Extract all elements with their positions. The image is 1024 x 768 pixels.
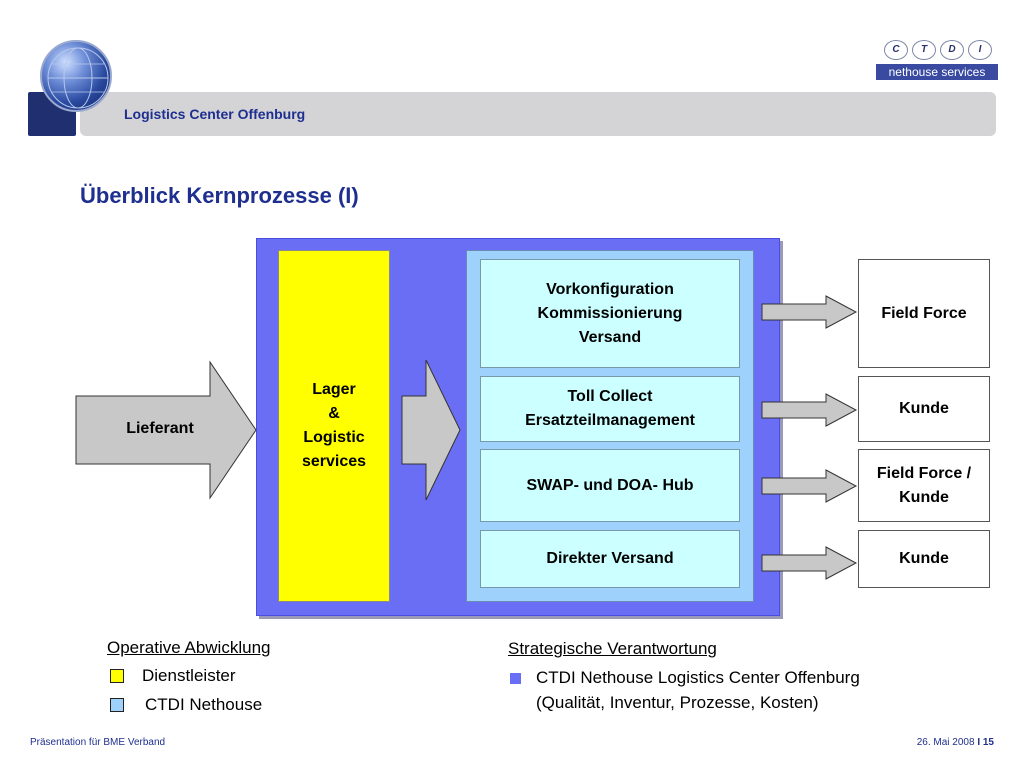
lager-line: Logistic xyxy=(303,429,365,446)
process-line: SWAP- und DOA- Hub xyxy=(526,476,694,494)
logo-letters: C T D I xyxy=(884,40,996,62)
legend-operative-title: Operative Abwicklung xyxy=(107,638,271,657)
lieferant-arrow xyxy=(75,360,257,500)
legend-swatch-dienstleister xyxy=(110,669,124,683)
process-line: Kommissionierung xyxy=(537,304,683,322)
destination-line: Field Force / xyxy=(876,464,972,482)
logo-tagline: nethouse services xyxy=(876,64,998,80)
process-line: Versand xyxy=(578,328,642,346)
lager-line: services xyxy=(301,453,367,470)
process-box-toll-collect: Toll Collect Ersatzteilmanagement xyxy=(480,376,740,442)
lieferant-label: Lieferant xyxy=(126,420,194,437)
logo-letter-d: D xyxy=(940,40,964,60)
footer-presentation: Präsentation für BME Verband xyxy=(30,737,166,748)
process-box-direkter-versand: Direkter Versand xyxy=(480,530,740,588)
process-line: Toll Collect xyxy=(567,388,653,405)
output-arrow-2 xyxy=(761,393,858,427)
footer-separator: I xyxy=(977,737,981,748)
lager-to-process-arrow xyxy=(401,359,461,501)
destination-box-field-force-kunde: Field Force / Kunde xyxy=(858,449,990,522)
destination-line: Kunde xyxy=(899,488,949,506)
destination-line: Kunde xyxy=(899,400,949,417)
process-line: Direkter Versand xyxy=(546,550,674,567)
legend-item-dienstleister: Dienstleister xyxy=(142,666,236,685)
output-arrow-1 xyxy=(761,295,858,329)
output-arrow-3 xyxy=(761,469,858,503)
legend-bullet-ctdi xyxy=(510,673,521,684)
legend-item-ctdi-line2: (Qualität, Inventur, Prozesse, Kosten) xyxy=(536,693,819,712)
process-box-vorkonfiguration: Vorkonfiguration Kommissionierung Versan… xyxy=(480,259,740,368)
destination-line: Field Force xyxy=(881,304,967,322)
footer-page-number: 15 xyxy=(982,737,994,748)
page-title: Überblick Kernprozesse (I) xyxy=(80,183,359,208)
logo-letter-c: C xyxy=(884,40,908,60)
legend-swatch-ctdi-nethouse xyxy=(110,698,124,712)
lager-line: & xyxy=(328,405,340,422)
destination-box-kunde-direct: Kunde xyxy=(858,530,990,588)
lager-line: Lager xyxy=(312,381,356,398)
ctdi-logo: C T D I nethouse services xyxy=(874,38,998,82)
legend-item-ctdi-nethouse: CTDI Nethouse xyxy=(145,695,263,714)
logo-letter-i: I xyxy=(968,40,992,60)
process-line: Ersatzteilmanagement xyxy=(525,412,695,429)
process-box-swap-doa: SWAP- und DOA- Hub xyxy=(480,449,740,522)
lager-box: Lager & Logistic services xyxy=(278,250,390,602)
destination-box-field-force: Field Force xyxy=(858,259,990,368)
footer-date-page: 26. Mai 2008 I 15 xyxy=(917,737,994,748)
legend-item-ctdi-line1: CTDI Nethouse Logistics Center Offenburg xyxy=(536,668,860,687)
globe-icon xyxy=(40,40,112,112)
logo-letter-t: T xyxy=(912,40,936,60)
header-bar xyxy=(80,92,996,136)
process-line: Vorkonfiguration xyxy=(546,280,674,298)
destination-line: Kunde xyxy=(899,550,949,567)
footer-date: 26. Mai 2008 xyxy=(916,737,975,748)
legend-strategic-title: Strategische Verantwortung xyxy=(508,639,717,658)
output-arrow-4 xyxy=(761,546,858,580)
destination-box-kunde: Kunde xyxy=(858,376,990,442)
header-title: Logistics Center Offenburg xyxy=(124,106,306,122)
